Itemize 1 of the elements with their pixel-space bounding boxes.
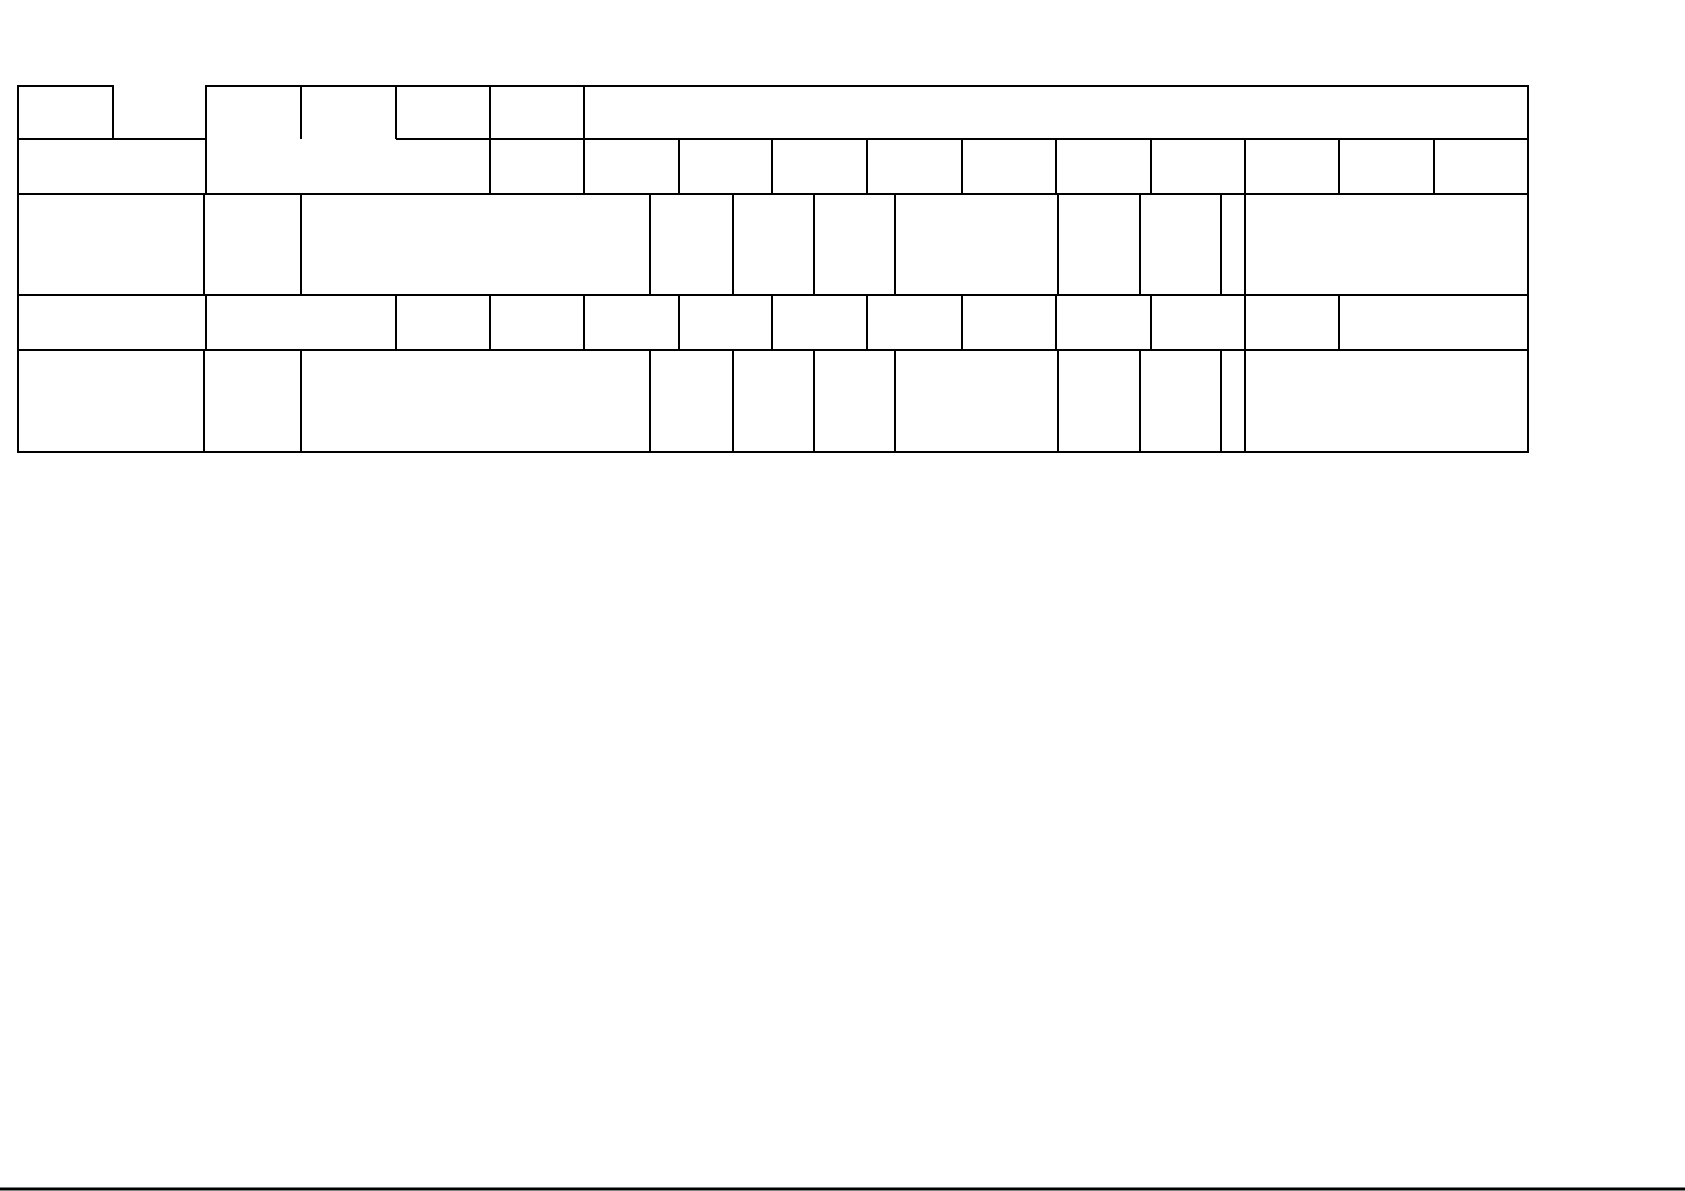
table-frame — [18, 86, 1528, 452]
